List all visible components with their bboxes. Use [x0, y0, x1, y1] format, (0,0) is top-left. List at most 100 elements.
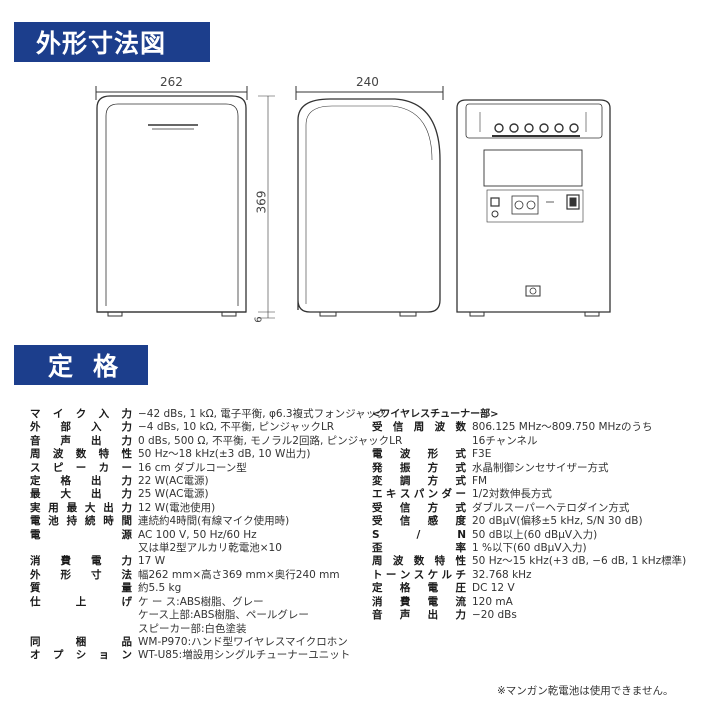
spec-label: スピーカー: [30, 461, 132, 474]
spec-label: [30, 609, 132, 622]
spec-label: 同梱品: [30, 635, 132, 648]
spec-label: 外形寸法: [30, 568, 132, 581]
spec-row: 歪率 1 %以下(60 dBμV入力): [372, 542, 686, 555]
spec-value: 25 W(AC電源): [138, 488, 209, 501]
spec-value: 幅262 mm×高さ369 mm×奥行240 mm: [138, 568, 340, 581]
spec-row: 外部入力 −4 dBs, 10 kΩ, 不平衡, ピンジャックLR: [30, 421, 402, 434]
spec-value: 16チャンネル: [472, 434, 538, 447]
spec-value: ケ ー ス:ABS樹脂、グレー: [138, 595, 264, 608]
spec-value: F3E: [472, 448, 492, 461]
spec-row: 周波数特性 50 Hz〜18 kHz(±3 dB, 10 W出力): [30, 448, 402, 461]
spec-label: トーンスケルチ: [372, 568, 466, 581]
spec-value: 32.768 kHz: [472, 568, 532, 581]
spec-label: 周波数特性: [372, 555, 466, 568]
spec-value: WT-U85:増設用シングルチューナーユニット: [138, 649, 351, 662]
spec-row: 16チャンネル: [372, 435, 686, 448]
spec-label: 歪率: [372, 542, 466, 555]
spec-value: 20 dBμV(偏移±5 kHz, S/N 30 dB): [472, 515, 643, 528]
spec-row: 質量約5.5 kg: [30, 582, 402, 595]
spec-label: 受信方式: [372, 501, 466, 514]
depth-dimension: 240: [356, 75, 379, 89]
spec-label: 消費電流: [372, 595, 466, 608]
spec-label: 電波形式: [372, 448, 466, 461]
spec-value: 17 W: [138, 555, 166, 568]
spec-row: 変調方式 FM: [372, 475, 686, 488]
spec-row: 仕上げケ ー ス:ABS樹脂、グレー: [30, 596, 402, 609]
spec-row: 最大出力 25 W(AC電源): [30, 488, 402, 501]
spec-row: 電波形式 F3E: [372, 448, 686, 461]
spec-row: オプション WT-U85:増設用シングルチューナーユニット: [30, 649, 402, 662]
battery-note: ※マンガン乾電池は使用できません。: [497, 685, 674, 697]
spec-value: 又は単2型アルカリ乾電池×10: [138, 542, 282, 555]
spec-label: エキスパンダー: [372, 488, 466, 501]
spec-row: ケース上部:ABS樹脂、ペールグレー: [30, 609, 402, 622]
spec-row: 消費電流 120 mA: [372, 596, 686, 609]
front-view-drawing: [95, 86, 275, 319]
side-view-drawing: [295, 86, 444, 317]
spec-row: スピーカー 16 cm ダブルコーン型: [30, 462, 402, 475]
spec-label: 定格出力: [30, 475, 132, 488]
spec-label: 定格電圧: [372, 582, 466, 595]
spec-value: 12 W(電池使用): [138, 501, 216, 514]
spec-value: 連続約4時間(有線マイク使用時): [138, 515, 290, 528]
spec-row: マイク入力 −42 dBs, 1 kΩ, 電子平衡, φ6.3複式フォンジャック: [30, 408, 402, 421]
spec-value: DC 12 V: [472, 582, 515, 595]
spec-row: 電池持続時間連続約4時間(有線マイク使用時): [30, 515, 402, 528]
spec-row: 消費電力 17 W: [30, 555, 402, 568]
spec-value: 16 cm ダブルコーン型: [138, 461, 247, 474]
spec-section-title: 定格: [14, 345, 148, 385]
dimension-drawing: [95, 86, 611, 319]
spec-label: [30, 542, 132, 555]
spec-value: 22 W(AC電源): [138, 475, 209, 488]
spec-label: 最大出力: [30, 488, 132, 501]
spec-value: WM-P970:ハンド型ワイヤレスマイクロホン: [138, 635, 348, 648]
front-width-dimension: 262: [160, 75, 183, 89]
spec-row: 音声出力 0 dBs, 500 Ω, 不平衡, モノラル2回路, ピンジャックLR: [30, 435, 402, 448]
spec-value: 約5.5 kg: [138, 582, 182, 595]
spec-row: 外形寸法幅262 mm×高さ369 mm×奥行240 mm: [30, 569, 402, 582]
spec-label: 周波数特性: [30, 448, 132, 461]
spec-value: 0 dBs, 500 Ω, 不平衡, モノラル2回路, ピンジャックLR: [138, 434, 403, 447]
spec-row: トーンスケルチ 32.768 kHz: [372, 569, 686, 582]
spec-label: 受信周波数: [372, 421, 466, 434]
spec-label: 変調方式: [372, 475, 466, 488]
spec-label: 音声出力: [30, 434, 132, 447]
spec-row: S/N 50 dB以上(60 dBμV入力): [372, 529, 686, 542]
spec-label: マイク入力: [30, 408, 132, 420]
spec-table-main: マイク入力−42 dBs, 1 kΩ, 電子平衡, φ6.3複式フォンジャック外…: [30, 408, 402, 663]
height-dimension: 369: [254, 190, 269, 214]
spec-label: S/N: [372, 528, 466, 541]
spec-value: 1 %以下(60 dBμV入力): [472, 542, 587, 555]
spec-row: 受信方式ダブルスーパーヘテロダイン方式: [372, 502, 686, 515]
spec-value: 50 dB以上(60 dBμV入力): [472, 528, 598, 541]
spec-row: 音声出力−20 dBs: [372, 609, 686, 622]
outline-section-title: 外形寸法図: [14, 22, 210, 62]
spec-label: 受信感度: [372, 515, 466, 528]
spec-value: 50 Hz〜15 kHz(+3 dB, −6 dB, 1 kHz標準): [472, 555, 687, 568]
spec-value: 1/2対数伸長方式: [472, 488, 552, 501]
spec-value: −4 dBs, 10 kΩ, 不平衡, ピンジャックLR: [138, 421, 335, 434]
spec-row: 定格出力 22 W(AC電源): [30, 475, 402, 488]
spec-value: −42 dBs, 1 kΩ, 電子平衡, φ6.3複式フォンジャック: [138, 408, 387, 420]
spec-value: −20 dBs: [472, 609, 517, 622]
spec-value: スピーカー部:白色塗装: [138, 622, 247, 635]
spec-row: 発振方式水晶制御シンセサイザー方式: [372, 462, 686, 475]
spec-value: ケース上部:ABS樹脂、ペールグレー: [138, 609, 309, 622]
tuner-section-heading: <ワイヤレスチューナー部>: [372, 409, 499, 420]
spec-label: 消費電力: [30, 555, 132, 568]
spec-value: 水晶制御シンセサイザー方式: [472, 461, 609, 474]
spec-label: [30, 623, 132, 636]
spec-label: 外部入力: [30, 421, 132, 434]
spec-label: 仕上げ: [30, 595, 132, 608]
spec-label: 電源: [30, 528, 132, 541]
spec-value: FM: [472, 475, 488, 488]
spec-label: オプション: [30, 649, 132, 662]
spec-value: 50 Hz〜18 kHz(±3 dB, 10 W出力): [138, 448, 311, 461]
spec-row: 定格電圧 DC 12 V: [372, 582, 686, 595]
spec-label: 質量: [30, 582, 132, 595]
spec-value: 120 mA: [472, 595, 513, 608]
spec-value: ダブルスーパーヘテロダイン方式: [472, 501, 630, 514]
